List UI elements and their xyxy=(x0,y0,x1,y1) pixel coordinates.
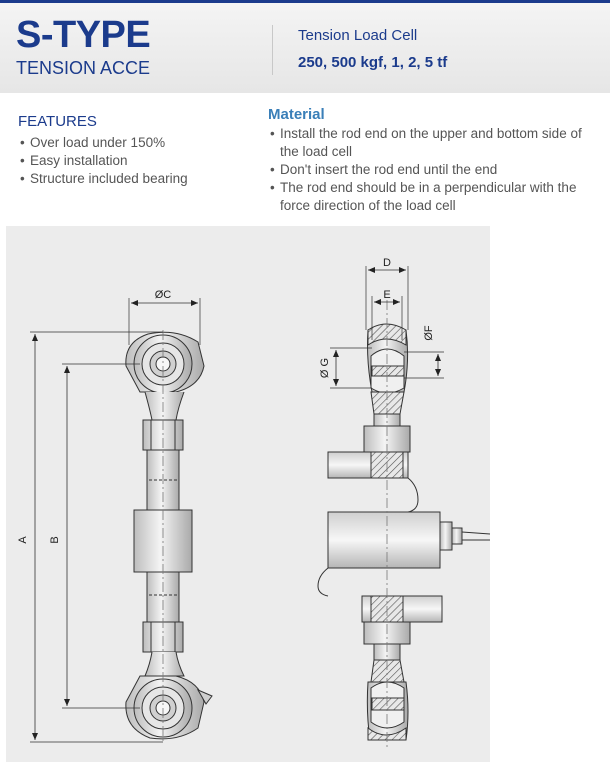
dim-label-E: E xyxy=(383,289,390,301)
top-rod-end xyxy=(125,331,205,421)
feature-item: Over load under 150% xyxy=(18,134,258,152)
header-band: S-TYPE TENSION ACCE Tension Load Cell 25… xyxy=(0,3,610,93)
material-item: Don't insert the rod end until the end xyxy=(268,161,588,179)
dim-label-F: ØF xyxy=(423,325,435,341)
feature-item: Structure included bearing xyxy=(18,170,258,188)
features-list: Over load under 150% Easy installation S… xyxy=(18,134,258,188)
material-item: The rod end should be in a perpendicular… xyxy=(268,179,588,215)
features-section: FEATURES Over load under 150% Easy insta… xyxy=(18,113,258,188)
dim-label-A: A xyxy=(17,536,29,544)
dim-label-D: D xyxy=(383,257,391,269)
features-title: FEATURES xyxy=(18,113,97,130)
s-block-center xyxy=(327,511,441,569)
dim-label-G: Ø G xyxy=(319,358,331,378)
front-view xyxy=(30,298,213,743)
material-title: Material xyxy=(268,106,325,123)
dim-label-B: B xyxy=(49,536,61,543)
bottom-bearing xyxy=(366,659,409,741)
dim-label-C: ØC xyxy=(155,289,172,301)
material-item: Install the rod end on the upper and bot… xyxy=(268,125,588,161)
drawing-panel xyxy=(6,226,490,762)
bottom-rod-end xyxy=(125,651,213,740)
product-capacities: 250, 500 kgf, 1, 2, 5 tf xyxy=(298,54,448,71)
side-view xyxy=(317,266,491,748)
cable-gland xyxy=(439,521,453,551)
header-top-rule xyxy=(0,0,610,3)
product-type: Tension Load Cell xyxy=(298,27,418,44)
material-section: Material Install the rod end on the uppe… xyxy=(268,106,588,215)
header-divider xyxy=(272,25,273,75)
product-title: S-TYPE xyxy=(16,14,151,56)
feature-item: Easy installation xyxy=(18,152,258,170)
product-subtitle: TENSION ACCE xyxy=(16,58,151,78)
top-bearing xyxy=(367,323,409,415)
material-list: Install the rod end on the upper and bot… xyxy=(268,125,588,215)
